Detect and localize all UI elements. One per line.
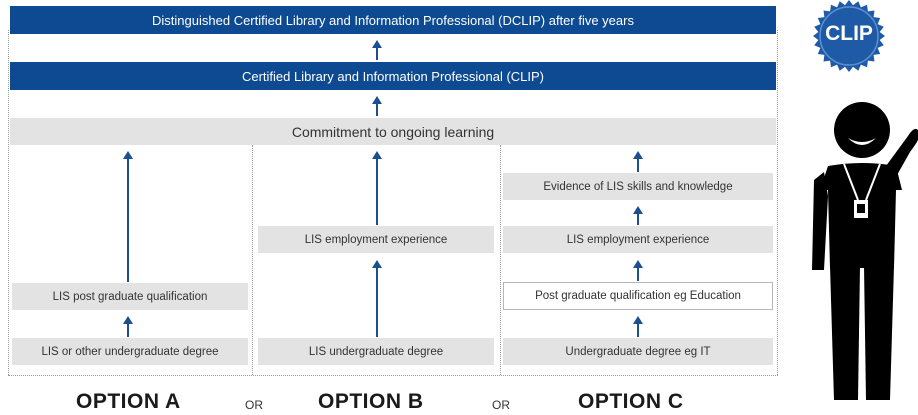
option-c-arrow-1-head (633, 151, 643, 159)
option-a-short-arrow-line (127, 323, 129, 337)
clip-seal-badge: CLIP (800, 0, 898, 80)
option-c-step-undergrad: Undergraduate degree eg IT (503, 338, 773, 365)
arrow-commitment-to-clip-head (372, 96, 382, 104)
option-c-arrow-4-head (633, 316, 643, 324)
dclip-box: Distinguished Certified Library and Info… (10, 6, 776, 34)
option-c-arrow-1-line (637, 158, 639, 172)
option-a-long-arrow-line (127, 158, 129, 282)
arrow-commitment-to-clip-line (376, 102, 378, 116)
option-b-lower-arrow-head (372, 260, 382, 268)
diagram-border-right (777, 30, 778, 375)
option-c-arrow-2-line (637, 213, 639, 225)
option-b-step-employment: LIS employment experience (258, 226, 494, 253)
option-a-step-postgrad: LIS post graduate qualification (12, 283, 248, 310)
or-label-2: OR (492, 398, 510, 412)
diagram-border-bottom (8, 375, 778, 376)
option-a-step-undergrad: LIS or other undergraduate degree (12, 338, 248, 365)
option-c-arrow-3-head (633, 260, 643, 268)
option-a-label: OPTION A (76, 390, 181, 413)
option-b-lower-arrow-line (376, 267, 378, 337)
commitment-box: Commitment to ongoing learning (10, 118, 776, 145)
column-divider-ab (252, 145, 253, 375)
option-a-short-arrow-head (123, 316, 133, 324)
option-c-arrow-3-line (637, 267, 639, 281)
professional-person-icon (810, 100, 918, 410)
option-c-step-evidence: Evidence of LIS skills and knowledge (503, 173, 773, 200)
arrow-clip-to-dclip-head (372, 40, 382, 48)
option-b-upper-arrow-line (376, 158, 378, 225)
diagram-border-left (8, 30, 9, 375)
option-a-long-arrow-head (123, 151, 133, 159)
option-c-step-employment: LIS employment experience (503, 226, 773, 253)
or-label-1: OR (245, 398, 263, 412)
option-c-arrow-2-head (633, 206, 643, 214)
badge-text: CLIP (825, 22, 873, 45)
option-b-upper-arrow-head (372, 151, 382, 159)
arrow-clip-to-dclip-line (376, 46, 378, 60)
option-c-step-postgrad: Post graduate qualification eg Education (503, 282, 773, 310)
clip-box: Certified Library and Information Profes… (10, 62, 776, 90)
option-c-label: OPTION C (578, 390, 684, 413)
option-b-label: OPTION B (318, 390, 424, 413)
option-b-step-undergrad: LIS undergraduate degree (258, 338, 494, 365)
option-c-arrow-4-line (637, 323, 639, 337)
seal-icon (813, 0, 885, 72)
column-divider-bc (500, 145, 501, 375)
